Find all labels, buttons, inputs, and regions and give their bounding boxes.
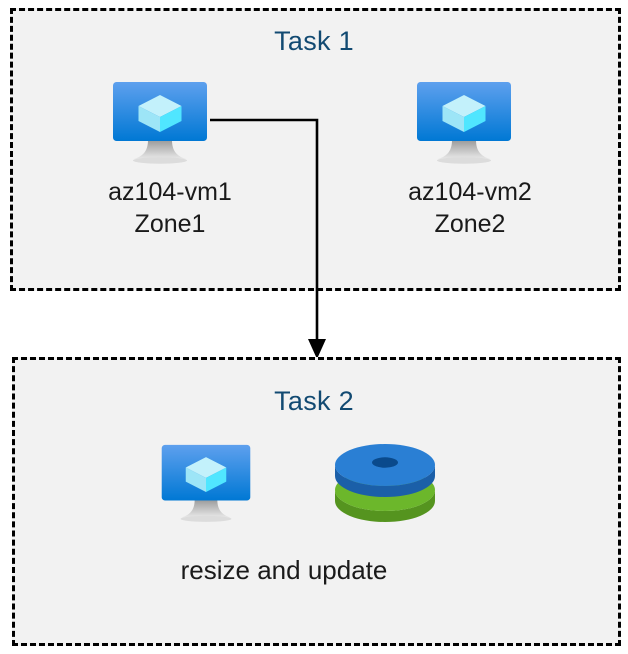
task-2-container (12, 357, 621, 646)
task-2-title: Task 2 (274, 386, 354, 416)
virtual-machine-icon[interactable] (157, 443, 255, 526)
virtual-machine-icon[interactable] (108, 80, 212, 168)
down-arrow-icon (308, 339, 326, 359)
virtual-machine-icon[interactable] (412, 80, 516, 168)
disks-icon[interactable] (333, 443, 437, 526)
vm1-label: az104-vm1 Zone1 (108, 178, 232, 238)
task-1-title: Task 1 (274, 26, 354, 56)
vm2-label: az104-vm2 Zone2 (408, 178, 532, 238)
task-2-caption: resize and update (180, 555, 388, 585)
